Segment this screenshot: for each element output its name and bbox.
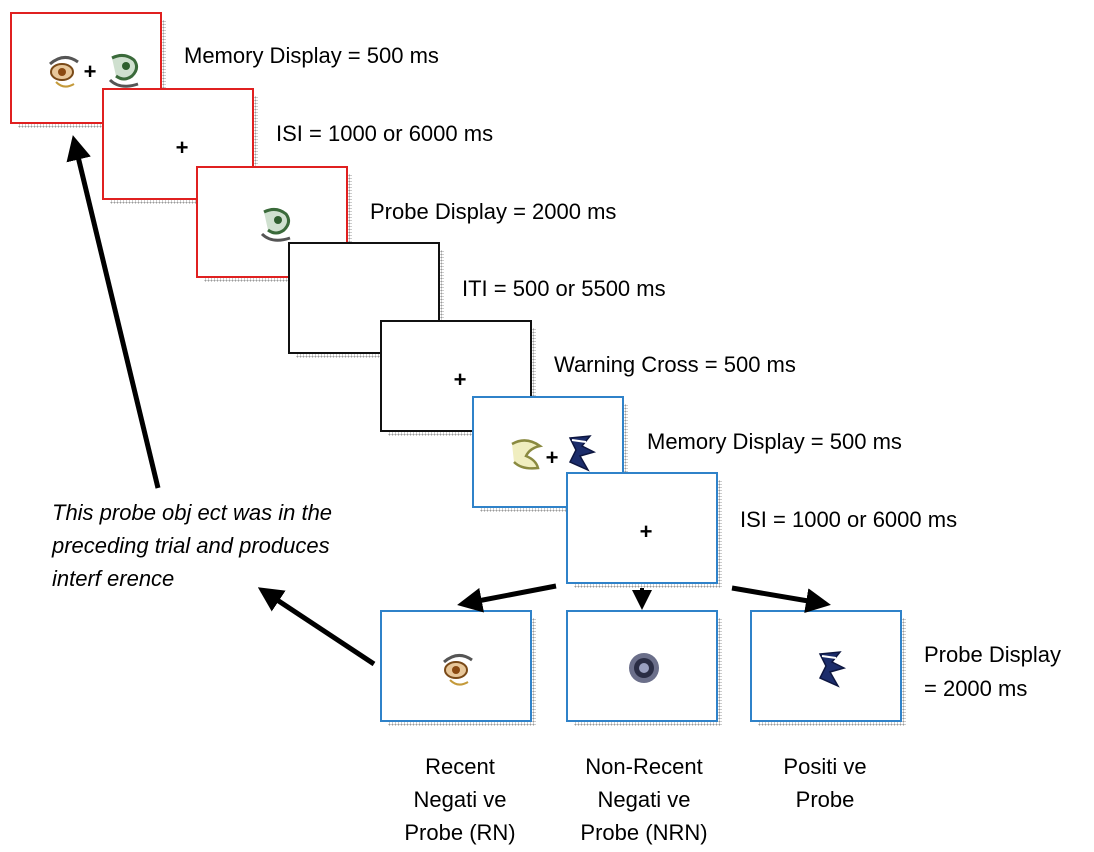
eye-object-icon xyxy=(49,56,79,88)
condition-label-nrn: Non-Recent Negati ve Probe (NRN) xyxy=(580,754,708,845)
arrow-to-rn xyxy=(457,583,557,613)
probe-frame-rn xyxy=(380,610,536,726)
arrow-to-note xyxy=(257,587,376,667)
fixation-cross: + xyxy=(545,445,559,470)
note-line-3: interf erence xyxy=(52,566,175,591)
step-label-probe-display-1: Probe Display = 2000 ms xyxy=(370,199,617,224)
step-label-memory-display-1: Memory Display = 500 ms xyxy=(184,43,439,68)
vortex-object-icon xyxy=(818,651,847,688)
step-label-iti: ITI = 500 or 5500 ms xyxy=(462,276,666,301)
isi-frame-1: + xyxy=(102,88,258,204)
probe-display-line2: = 2000 ms xyxy=(924,676,1028,701)
step-label-probe-display-2: Probe Display = 2000 ms xyxy=(924,638,1061,706)
fixation-cross: + xyxy=(453,367,467,392)
condition-label-positive: Positi ve Probe xyxy=(783,754,867,812)
condition-label-rn: Recent Negati ve Probe (RN) xyxy=(404,754,516,845)
iti-frame xyxy=(288,242,444,358)
interference-note: This probe obj ect was in the preceding … xyxy=(52,496,332,595)
step-label-memory-display-2: Memory Display = 500 ms xyxy=(647,429,902,454)
fixation-cross: + xyxy=(175,135,189,160)
fixation-cross: + xyxy=(83,59,97,84)
note-line-2: preceding trial and produces xyxy=(52,533,330,558)
arrow-to-memory-display xyxy=(66,135,161,489)
vortex-object-icon xyxy=(568,435,597,472)
step-label-isi-2: ISI = 1000 or 6000 ms xyxy=(740,507,958,532)
probe-display-line1: Probe Display xyxy=(924,642,1061,667)
swirl-object-icon xyxy=(108,53,139,88)
isi-frame-2: + xyxy=(566,472,722,588)
arrow-to-positive xyxy=(731,585,831,613)
note-line-1: This probe obj ect was in the xyxy=(52,500,333,525)
fixation-cross: + xyxy=(639,519,653,544)
swirl-object-icon xyxy=(260,207,291,242)
probe-frame-positive xyxy=(750,610,906,726)
eye-object-icon xyxy=(443,654,473,686)
step-label-isi-1: ISI = 1000 or 6000 ms xyxy=(276,121,494,146)
step-label-warning-cross: Warning Cross = 500 ms xyxy=(554,352,796,377)
horn-object-icon xyxy=(511,439,544,470)
probe-frame-nrn xyxy=(566,610,722,726)
ring-object-icon xyxy=(629,653,659,683)
